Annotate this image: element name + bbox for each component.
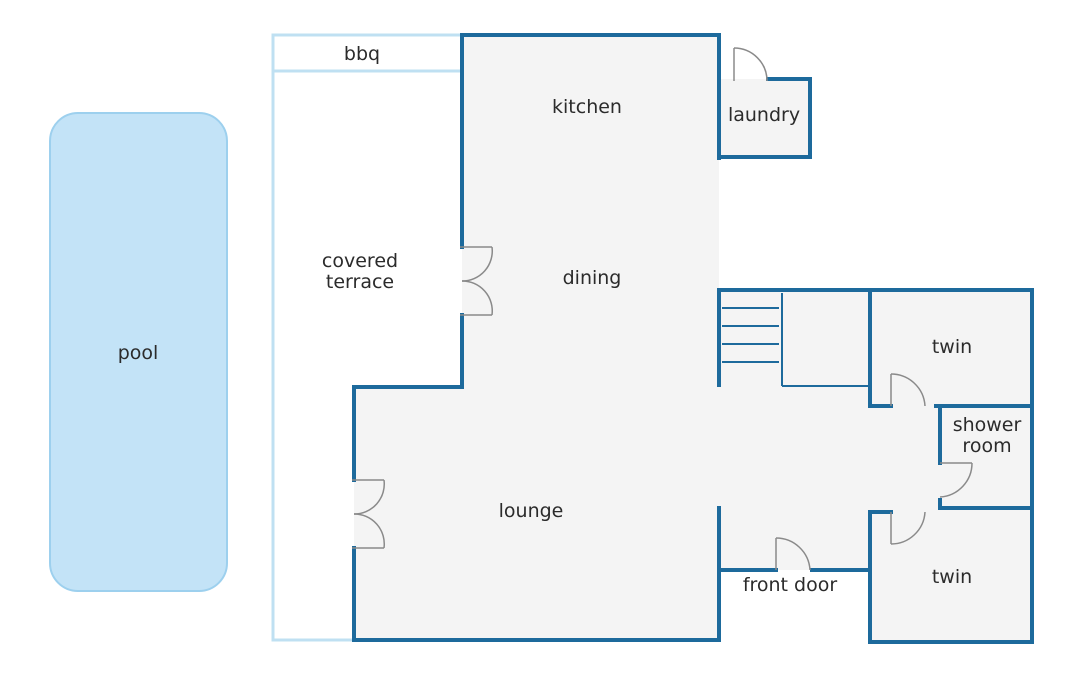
room-label-pool: pool <box>117 342 159 364</box>
room-label-front-door: front door <box>742 574 838 596</box>
room-label-laundry: laundry <box>727 104 801 126</box>
room-label-lounge: lounge <box>498 500 564 522</box>
pool-shape <box>49 112 228 592</box>
terrace-outline <box>271 33 462 642</box>
room-label-bbq: bbq <box>343 43 381 65</box>
room-label-twin-top: twin <box>931 336 973 358</box>
doors <box>352 47 973 571</box>
room-label-kitchen: kitchen <box>552 96 622 118</box>
main-floor <box>354 35 1032 642</box>
room-label-twin-bottom: twin <box>931 566 973 588</box>
room-label-covered-terrace: covered terrace <box>321 250 399 293</box>
laundry-floor <box>720 79 810 157</box>
stairs <box>722 293 868 387</box>
room-label-dining: dining <box>562 267 622 289</box>
room-label-shower-room: shower room <box>952 414 1022 457</box>
walls <box>352 33 1034 644</box>
